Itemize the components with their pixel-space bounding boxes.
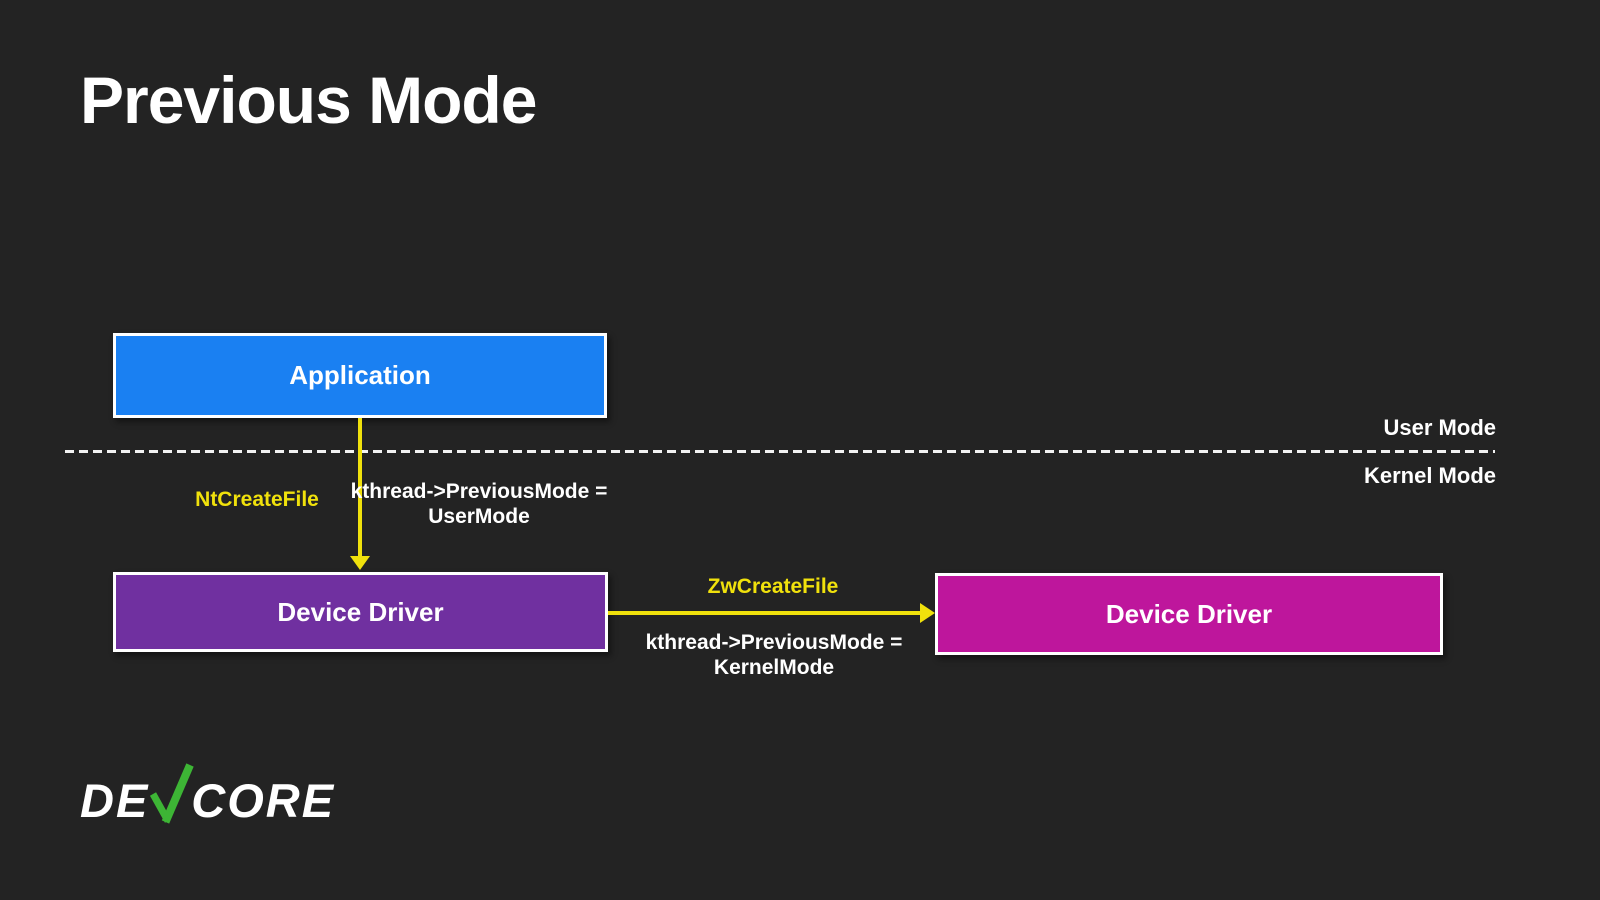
user-kernel-boundary-dashed-line [65, 450, 1495, 453]
application-box: Application [113, 333, 607, 418]
zwcreatefile-arrow-line [608, 611, 921, 615]
devcore-logo: DE CORE [80, 762, 335, 826]
ntcreatefile-arrow-line [358, 418, 362, 558]
devcore-logo-prefix: DE [80, 774, 150, 827]
user-mode-label: User Mode [1383, 415, 1496, 440]
green-check-v-icon [150, 763, 194, 824]
device-driver-left-box: Device Driver [113, 572, 608, 652]
ntcreatefile-effect-line2: UserMode [428, 505, 530, 528]
device-driver-right-label: Device Driver [1105, 598, 1273, 629]
zwcreatefile-effect-line2: KernelMode [713, 656, 835, 679]
ntcreatefile-arrow-head-icon [350, 556, 370, 570]
devcore-logo-suffix: CORE [191, 774, 336, 827]
zwcreatefile-effect-line1: kthread->PreviousMode = [645, 631, 903, 654]
kernel-mode-label: Kernel Mode [1363, 463, 1496, 488]
ntcreatefile-effect-label: kthread->PreviousMode = UserMode [351, 479, 608, 529]
slide-title: Previous Mode [80, 63, 537, 137]
zwcreatefile-arrow-head-icon [920, 603, 935, 623]
ntcreatefile-effect-line1: kthread->PreviousMode = [350, 480, 608, 503]
device-driver-left-label: Device Driver [277, 596, 444, 627]
zwcreatefile-call-label: ZwCreateFile [707, 575, 839, 598]
device-driver-right-box: Device Driver [935, 573, 1443, 655]
zwcreatefile-effect-label: kthread->PreviousMode = KernelMode [646, 630, 903, 680]
application-box-label: Application [289, 360, 431, 390]
ntcreatefile-call-label: NtCreateFile [195, 488, 319, 511]
